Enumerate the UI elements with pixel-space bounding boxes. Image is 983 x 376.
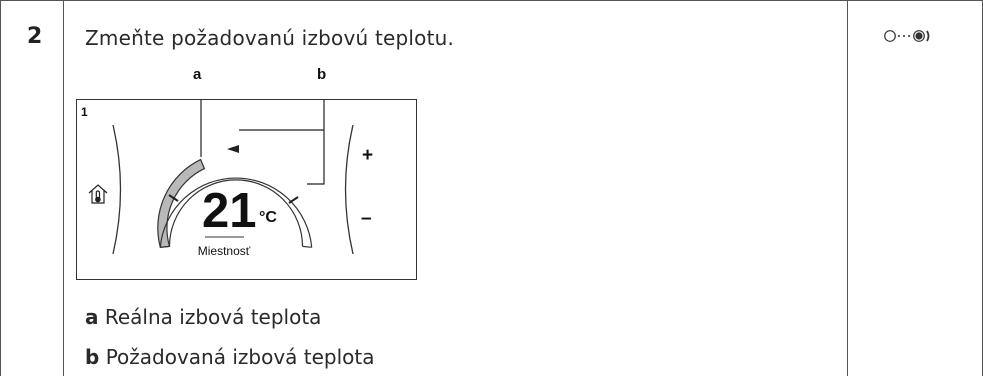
table-border-left — [0, 0, 1, 376]
screen-number: 1 — [81, 105, 88, 119]
home-thermometer-icon — [88, 184, 108, 204]
temperature-unit: °C — [259, 209, 277, 226]
legend-item-a: a Reálna izbová teplota — [85, 305, 321, 329]
legend-item-b: b Požadovaná izbová teplota — [85, 345, 375, 369]
temperature-value: 21 — [202, 184, 257, 238]
dial-tick-right — [288, 196, 299, 204]
controller-screen-diagram: 1 21 °C Miest — [76, 99, 417, 280]
legend-text-b: Požadovaná izbová teplota — [105, 345, 375, 369]
legend-key-b: b — [85, 345, 100, 369]
plus-label: + — [362, 145, 373, 166]
legend-key-a: a — [85, 305, 99, 329]
dial-inner-arc — [168, 179, 304, 247]
table-top-border — [0, 0, 983, 1]
callout-a: a — [193, 66, 202, 83]
rotate-dial-icon — [884, 30, 930, 42]
room-label: Miestnosť — [198, 244, 251, 258]
table-divider-action — [847, 0, 848, 376]
table-divider-step — [63, 0, 64, 376]
minus-label: – — [361, 208, 372, 229]
dial-outer-arc — [159, 177, 313, 248]
left-bracket — [112, 124, 122, 255]
desired-temp-marker — [227, 145, 239, 153]
step-instruction: Zmeňte požadovanú izbovú teplotu. — [85, 26, 455, 50]
callout-b-line-to-temp — [307, 99, 325, 185]
dial-tick-left — [168, 194, 179, 202]
legend-text-a: Reálna izbová teplota — [104, 305, 322, 329]
step-number: 2 — [27, 24, 43, 49]
right-bracket — [344, 124, 354, 255]
callout-b: b — [317, 66, 327, 83]
